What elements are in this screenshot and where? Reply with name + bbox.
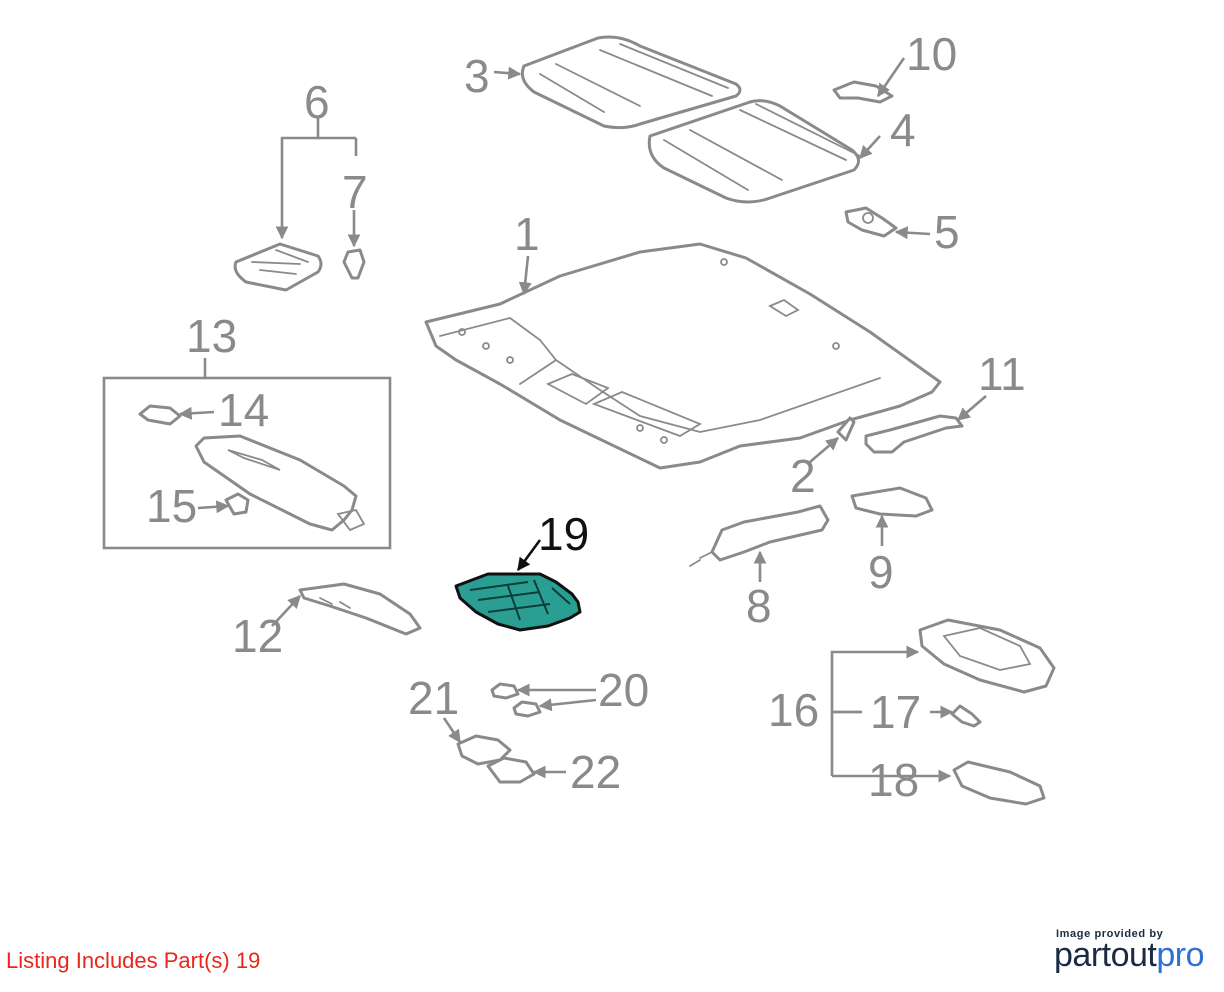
- part-1-shape: [424, 242, 942, 470]
- part-15-shape: [224, 492, 250, 516]
- callout-12: 12: [232, 610, 283, 662]
- callout-18: 18: [868, 754, 919, 806]
- part-18-shape: [952, 760, 1046, 806]
- callout-7: 7: [342, 166, 368, 218]
- callout-14: 14: [218, 384, 269, 436]
- callout-21: 21: [408, 672, 459, 724]
- image-credit-caption: Image provided by: [1056, 928, 1164, 940]
- part-10-shape: [832, 80, 894, 104]
- part-13-group-box: [102, 376, 392, 550]
- callout-13: 13: [186, 310, 237, 362]
- callout-16: 16: [768, 684, 819, 736]
- callout-8: 8: [746, 580, 772, 632]
- part-21-shape: [456, 734, 512, 766]
- part-11-shape: [864, 414, 964, 454]
- callout-5: 5: [934, 206, 960, 258]
- part-16-lamp-shape: [918, 618, 1056, 694]
- callout-9: 9: [868, 546, 894, 598]
- part-2-shape: [836, 416, 856, 442]
- part-14-shape: [138, 404, 182, 426]
- callout-19-highlighted: 19: [538, 508, 589, 560]
- part-22-shape: [486, 756, 536, 784]
- part-12-shape: [298, 582, 422, 636]
- logo-word-pro: pro: [1156, 936, 1204, 974]
- callout-20: 20: [598, 664, 649, 716]
- callout-2: 2: [790, 450, 816, 502]
- callout-15: 15: [146, 480, 197, 532]
- listing-includes-text: Listing Includes Part(s) 19: [6, 948, 261, 973]
- logo-word-partout: partout: [1054, 936, 1157, 974]
- callout-10: 10: [906, 28, 957, 80]
- part-5-shape: [844, 206, 898, 238]
- partoutpro-logo: partoutpro: [1054, 936, 1204, 975]
- part-19-highlighted-shape: [454, 572, 582, 632]
- callout-3: 3: [464, 50, 490, 102]
- part-7-shape: [342, 248, 366, 280]
- callout-22: 22: [570, 746, 621, 798]
- leader-lines: [178, 57, 987, 783]
- callout-4: 4: [890, 104, 916, 156]
- part-9-shape: [850, 486, 934, 518]
- callout-17: 17: [870, 686, 921, 738]
- part-6-shape: [233, 242, 323, 292]
- callout-6: 6: [304, 76, 330, 128]
- sun-visor-shape: [194, 434, 366, 532]
- callout-11: 11: [978, 348, 1026, 400]
- part-8-shape: [689, 504, 830, 567]
- part-3-shape: [520, 35, 742, 130]
- callout-1: 1: [514, 208, 540, 260]
- part-17-shape: [950, 704, 982, 728]
- part-4-shape: [647, 99, 861, 204]
